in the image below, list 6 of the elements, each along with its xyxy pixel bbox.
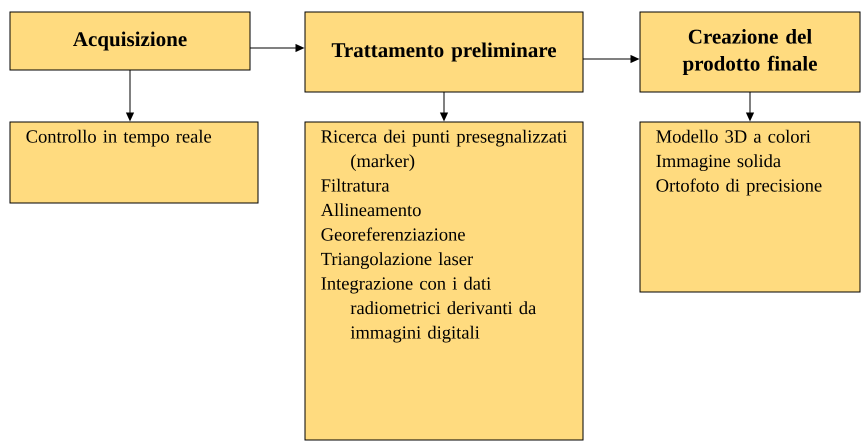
list-box: Ricerca dei punti presegnalizzati (marker) Filtratura Allineamento Georeferenziazione Triangolazione laser Integrazione con i dati radiometrici derivanti da immagini digitali bbox=[304, 122, 584, 440]
step-box: Creazione del prodotto finale bbox=[640, 12, 860, 92]
list-box: Modello 3D a colori Immagine solida Ortofoto di precisione bbox=[640, 122, 860, 292]
list-box: Controllo in tempo reale bbox=[10, 122, 258, 204]
step-box: Acquisizione bbox=[10, 12, 250, 70]
step-box: Trattamento preliminare bbox=[304, 12, 584, 92]
